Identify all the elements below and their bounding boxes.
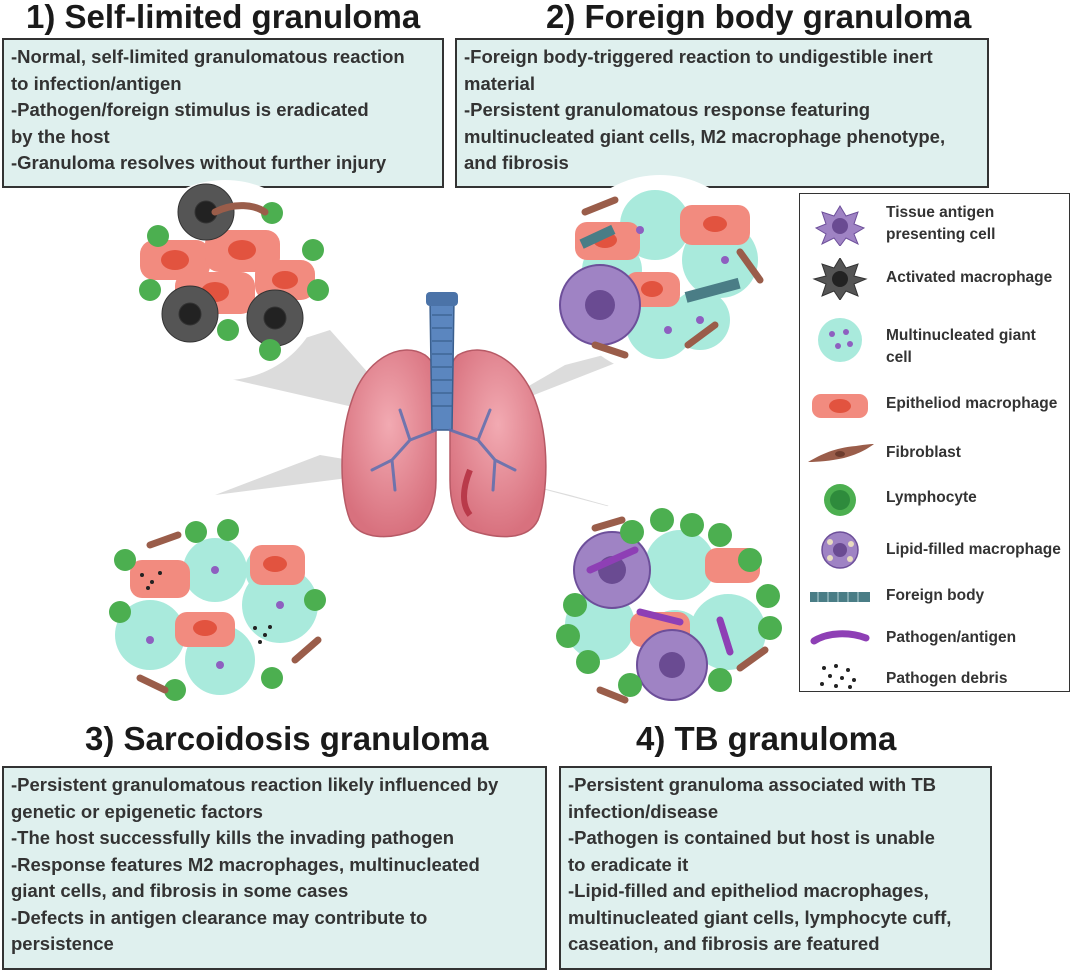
description-line: and fibrosis xyxy=(464,152,569,173)
legend-label-lipid-macrophage: Lipid-filled macrophage xyxy=(886,541,1061,558)
granuloma-self-limited xyxy=(125,180,329,380)
epitheliod-macrophage-icon xyxy=(812,394,868,418)
description-line: -Response features M2 macrophages, multi… xyxy=(11,853,480,875)
panel-2-title: 2) Foreign body granuloma xyxy=(546,0,972,35)
lymphocytes xyxy=(139,202,329,361)
description-line: -Persistent granulomatous response featu… xyxy=(464,99,871,120)
pathogen-debris-icon xyxy=(820,664,856,689)
description-line: multinucleated giant cells, M2 macrophag… xyxy=(464,125,946,147)
tissue-antigen-presenting-cell-icon xyxy=(814,205,866,246)
description-line: giant cells, and fibrosis in some cases xyxy=(11,880,349,901)
description-line: to infection/antigen xyxy=(11,72,182,94)
description-line: material xyxy=(464,72,535,94)
description-line: genetic or epigenetic factors xyxy=(11,800,263,822)
lungs xyxy=(341,292,547,538)
description-line: -Normal, self-limited granulomatous reac… xyxy=(11,46,405,67)
legend-label-pathogen-antigen: Pathogen/antigen xyxy=(886,629,1017,646)
foreign-body-icon xyxy=(810,592,870,602)
granuloma-tb xyxy=(555,490,782,710)
trachea xyxy=(429,299,455,431)
description-line: -Persistent granuloma associated with TB xyxy=(568,774,937,795)
pathogen-antigen-icon xyxy=(810,630,870,645)
granuloma-sarcoidosis xyxy=(109,505,326,705)
panel-4-description: -Persistent granuloma associated with TB… xyxy=(559,766,992,970)
description-line: -Foreign body-triggered reaction to undi… xyxy=(464,46,933,67)
lymphocyte-icon xyxy=(824,484,856,516)
description-line: -Defects in antigen clearance may contri… xyxy=(11,906,428,928)
panel-1-title: 1) Self-limited granuloma xyxy=(26,0,421,35)
activated-macrophage-icon xyxy=(812,258,868,300)
description-line: -Persistent granulomatous reaction likel… xyxy=(11,774,499,795)
description-line: caseation, and fibrosis are featured xyxy=(568,933,880,954)
description-line: by the host xyxy=(11,125,110,147)
legend-label-pathogen-debris: Pathogen debris xyxy=(886,670,1008,687)
description-line: multinucleated giant cells, lymphocyte c… xyxy=(568,906,952,928)
legend-label-lymphocyte: Lymphocyte xyxy=(886,489,977,506)
granuloma-foreign-body xyxy=(559,175,764,375)
panel-3-description: -Persistent granulomatous reaction likel… xyxy=(2,766,547,970)
legend-label-fibroblast: Fibroblast xyxy=(886,444,961,461)
description-line: -Granuloma resolves without further inju… xyxy=(11,152,387,173)
description-line: -Lipid-filled and epitheliod macrophages… xyxy=(568,880,929,901)
panel-4-title: 4) TB granuloma xyxy=(636,720,897,757)
description-line: persistence xyxy=(11,933,114,954)
multinucleated-giant-cell-icon xyxy=(818,318,862,362)
description-line: -Pathogen is contained but host is unabl… xyxy=(568,827,935,848)
description-line: infection/disease xyxy=(568,800,719,822)
legend-label-epitheliod-macrophage: Epitheliod macrophage xyxy=(886,395,1058,412)
legend-label-activated-macrophage: Activated macrophage xyxy=(886,269,1053,286)
panel-1-description: -Normal, self-limited granulomatous reac… xyxy=(2,38,444,188)
lipid-filled-macrophage-icon xyxy=(821,531,859,569)
description-line: -Pathogen/foreign stimulus is eradicated xyxy=(11,99,369,120)
panel-3-title: 3) Sarcoidosis granuloma xyxy=(85,720,489,757)
fibroblast-icon xyxy=(808,444,874,462)
granuloma-illustration xyxy=(109,175,782,710)
description-line: to eradicate it xyxy=(568,853,689,875)
legend-label-foreign-body: Foreign body xyxy=(886,587,985,604)
panel-2-description: -Foreign body-triggered reaction to undi… xyxy=(455,38,989,188)
description-line: -The host successfully kills the invadin… xyxy=(11,827,455,848)
